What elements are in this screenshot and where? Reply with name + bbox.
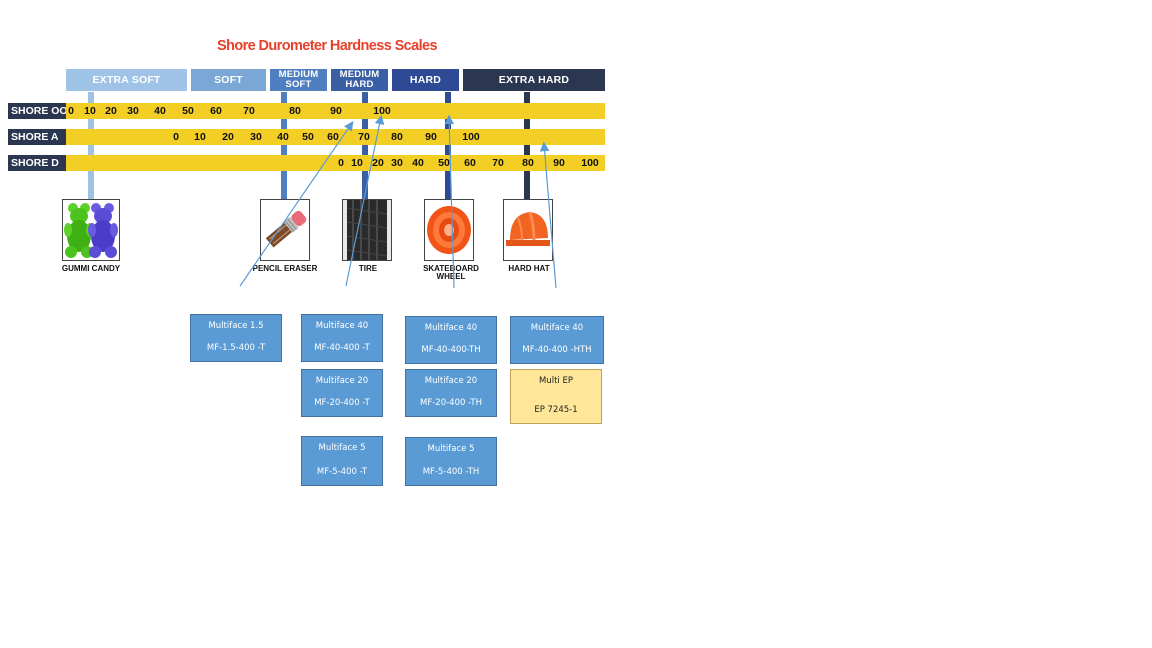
tick-d-20: 20 <box>372 157 384 169</box>
tick-a-100: 100 <box>462 131 480 143</box>
gummy-bears-icon <box>62 199 120 261</box>
tick-a-40: 40 <box>277 131 289 143</box>
category-medium-soft: MEDIUM SOFT <box>270 69 327 91</box>
product-code: MF-20-400 -T <box>314 398 370 408</box>
product-name: Multi EP <box>539 376 573 386</box>
skateboard-wheel-icon <box>424 199 474 261</box>
tick-d-100: 100 <box>581 157 599 169</box>
product-code: MF-40-400-TH <box>421 345 481 355</box>
tick-d-60: 60 <box>464 157 476 169</box>
scale-label-shore-d: SHORE D <box>8 155 66 171</box>
pencil-eraser-icon <box>260 199 310 261</box>
product-box-ep: Multi EP EP 7245-1 <box>510 369 602 424</box>
category-extra-hard: EXTRA HARD <box>463 69 605 91</box>
scale-label-shore-a: SHORE A <box>8 129 66 145</box>
tick-oo-20: 20 <box>105 105 117 117</box>
product-box: Multiface 40 MF-40-400 -HTH <box>510 316 604 364</box>
product-name: Multiface 40 <box>315 321 369 331</box>
tick-a-80: 80 <box>391 131 403 143</box>
tick-a-30: 30 <box>250 131 262 143</box>
material-label-skateboard-wheel-text: SKATEBOARD WHEEL <box>423 264 479 281</box>
tick-d-90: 90 <box>553 157 565 169</box>
product-code: MF-20-400 -TH <box>420 398 482 408</box>
product-name: Multiface 40 <box>424 323 478 333</box>
chart-title: Shore Durometer Hardness Scales <box>217 38 438 54</box>
product-box: Multiface 40 MF-40-400-TH <box>405 316 497 364</box>
scale-bar-shore-a <box>66 129 605 145</box>
arrow-multiface-th <box>444 114 455 289</box>
tick-oo-70: 70 <box>243 105 255 117</box>
product-name: Multiface 5 <box>318 443 366 453</box>
tick-oo-100: 100 <box>373 105 391 117</box>
tick-d-70: 70 <box>492 157 504 169</box>
product-code: MF-1.5-400 -T <box>206 343 266 353</box>
material-label-skateboard-wheel: SKATEBOARD WHEEL <box>410 265 492 281</box>
connector-hard-hat <box>524 92 530 202</box>
category-hard: HARD <box>392 69 459 91</box>
tick-a-0: 0 <box>173 131 179 143</box>
material-label-pencil-eraser: PENCIL ERASER <box>252 264 318 273</box>
tick-oo-10: 10 <box>84 105 96 117</box>
scale-label-shore-oo: SHORE OO <box>8 103 68 119</box>
category-medium-soft-label: MEDIUM SOFT <box>278 69 319 90</box>
category-soft: SOFT <box>191 69 266 91</box>
product-box: Multiface 1.5 MF-1.5-400 -T <box>190 314 282 362</box>
product-box: Multiface 20 MF-20-400 -TH <box>405 369 497 417</box>
product-code: MF-5-400 -T <box>316 467 368 477</box>
tick-a-60: 60 <box>327 131 339 143</box>
product-box: Multiface 5 MF-5-400 -TH <box>405 437 497 486</box>
category-medium-hard: MEDIUM HARD <box>331 69 388 91</box>
category-extra-soft: EXTRA SOFT <box>66 69 187 91</box>
product-code: EP 7245-1 <box>534 405 578 415</box>
connector-pencil-eraser <box>281 92 287 202</box>
material-label-tire: TIRE <box>358 264 378 273</box>
tick-d-10: 10 <box>351 157 363 169</box>
scale-bar-shore-oo <box>66 103 605 119</box>
tick-d-80: 80 <box>522 157 534 169</box>
product-name: Multiface 5 <box>427 444 475 454</box>
tire-icon <box>342 199 392 261</box>
connector-skateboard-wheel <box>445 92 451 202</box>
product-box: Multiface 5 MF-5-400 -T <box>301 436 383 486</box>
tick-d-50: 50 <box>438 157 450 169</box>
material-label-hard-hat: HARD HAT <box>508 264 550 273</box>
product-code: MF-40-400 -HTH <box>522 345 592 355</box>
product-code: MF-40-400 -T <box>314 343 370 353</box>
tick-oo-60: 60 <box>210 105 222 117</box>
product-box: Multiface 20 MF-20-400 -T <box>301 369 383 417</box>
tick-d-30: 30 <box>391 157 403 169</box>
product-name: Multiface 40 <box>530 323 584 333</box>
tick-oo-0: 0 <box>68 105 74 117</box>
material-label-gummi-candy: GUMMI CANDY <box>61 264 121 273</box>
product-name: Multiface 20 <box>315 376 369 386</box>
product-name: Multiface 20 <box>424 376 478 386</box>
tick-oo-40: 40 <box>154 105 166 117</box>
arrow-multiface-1-5 <box>239 121 354 287</box>
category-medium-hard-label: MEDIUM HARD <box>339 69 380 90</box>
tick-d-0: 0 <box>338 157 344 169</box>
tick-a-90: 90 <box>425 131 437 143</box>
arrow-multiface-t <box>345 114 385 287</box>
tick-d-40: 40 <box>412 157 424 169</box>
tick-a-70: 70 <box>358 131 370 143</box>
tick-a-20: 20 <box>222 131 234 143</box>
tick-oo-90: 90 <box>330 105 342 117</box>
tick-oo-80: 80 <box>289 105 301 117</box>
arrow-multiface-hth <box>539 141 557 289</box>
tick-a-10: 10 <box>194 131 206 143</box>
tick-oo-50: 50 <box>182 105 194 117</box>
product-code: MF-5-400 -TH <box>422 467 480 477</box>
connector-tire <box>362 92 368 202</box>
tick-oo-30: 30 <box>127 105 139 117</box>
product-box: Multiface 40 MF-40-400 -T <box>301 314 383 362</box>
connector-gummi-candy <box>88 92 94 202</box>
product-name: Multiface 1.5 <box>208 321 264 331</box>
hard-hat-icon <box>503 199 553 261</box>
tick-a-50: 50 <box>302 131 314 143</box>
scale-bar-shore-d <box>66 155 605 171</box>
